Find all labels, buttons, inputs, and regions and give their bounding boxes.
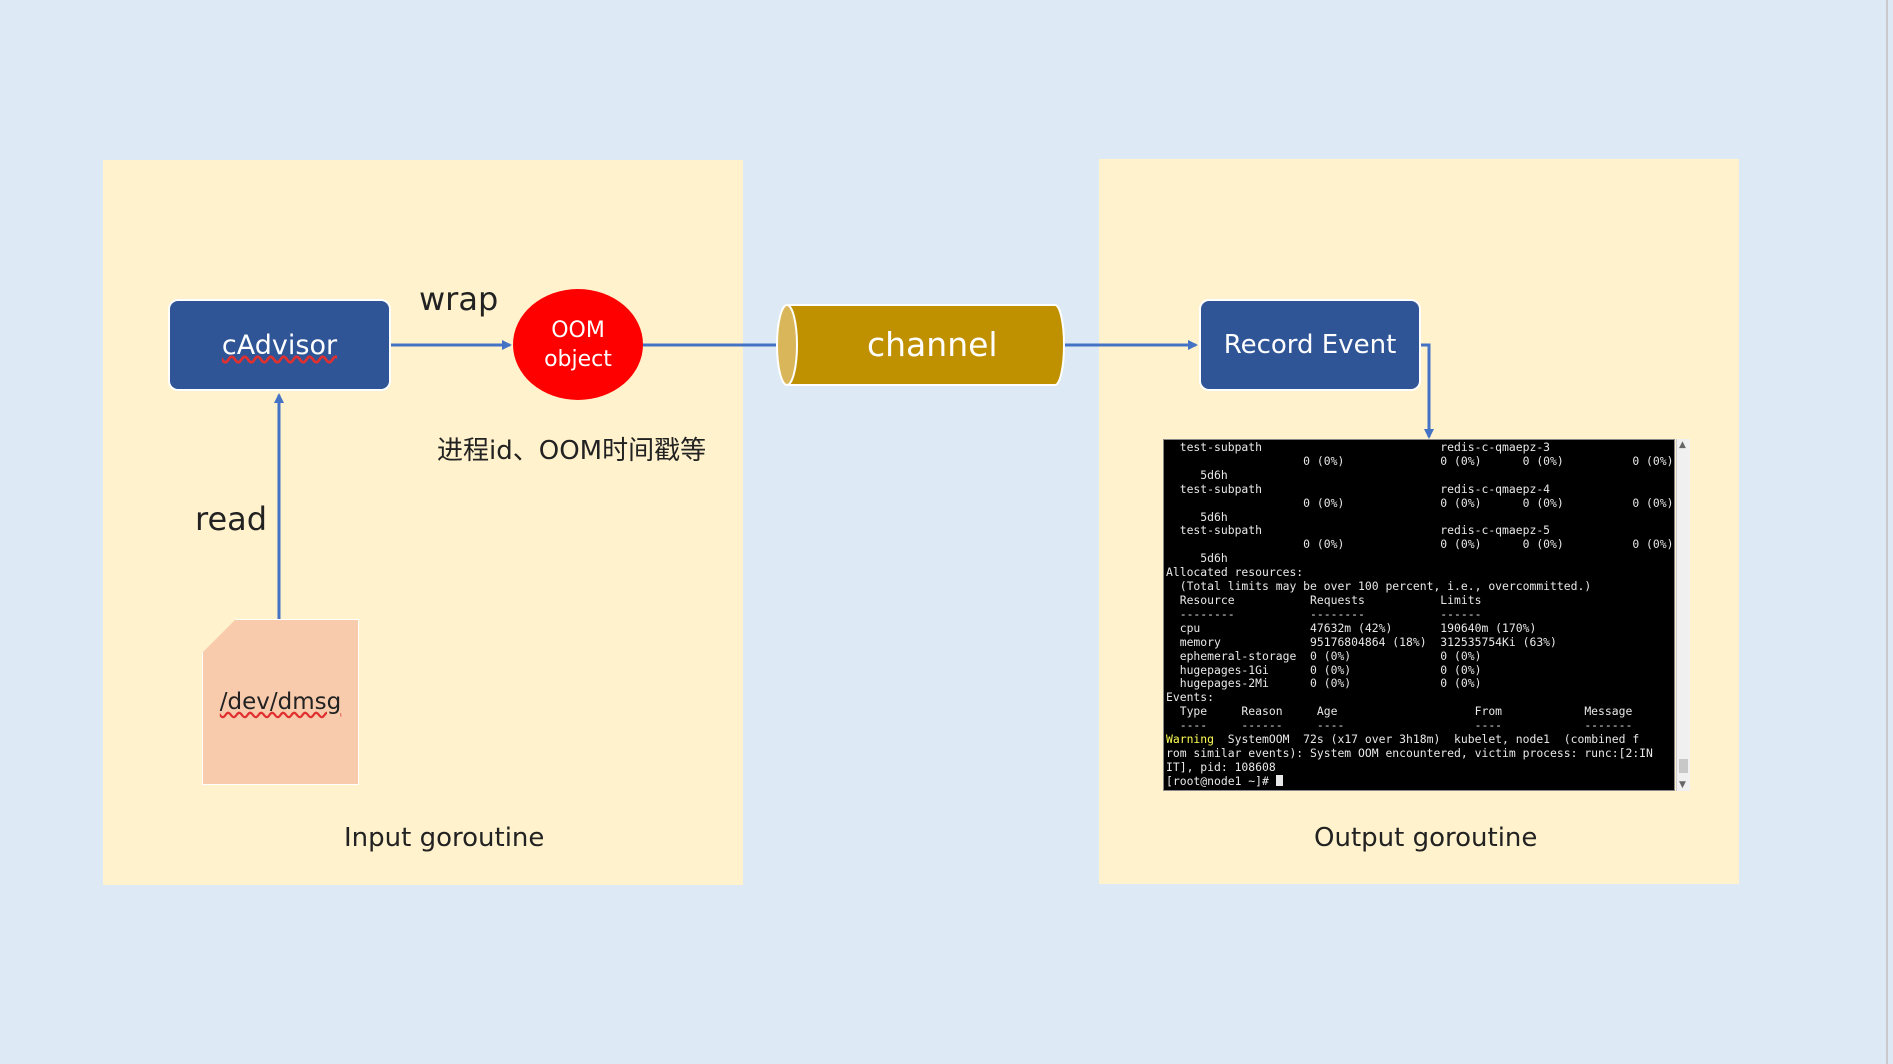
- dmsg-file-label: /dev/dmsg: [219, 689, 342, 715]
- terminal-message-continuation: rom similar events): System OOM encounte…: [1166, 745, 1653, 774]
- dmsg-file-shape: /dev/dmsg: [202, 619, 359, 785]
- warning-event-line: SystemOOM 72s (x17 over 3h18m) kubelet, …: [1214, 732, 1640, 747]
- cadvisor-label: cAdvisor: [221, 329, 338, 361]
- output-goroutine-title: Output goroutine: [1314, 823, 1538, 853]
- record-event-label: Record Event: [1223, 330, 1397, 360]
- oom-fields-note: 进程id、OOM时间戳等: [437, 436, 707, 466]
- terminal-prompt: [root@node1 ~]#: [1166, 773, 1276, 788]
- record-to-terminal-arrow: [1421, 343, 1434, 439]
- page-edge-divider: [1886, 0, 1888, 1064]
- input-goroutine-title: Input goroutine: [344, 823, 545, 853]
- warning-type: Warning: [1166, 732, 1215, 747]
- record-event-box: Record Event: [1199, 299, 1421, 391]
- scroll-thumb[interactable]: [1679, 759, 1688, 773]
- oom-object-ellipse: OOM object: [513, 289, 643, 400]
- channel-cylinder: [776, 304, 1065, 386]
- cadvisor-box: cAdvisor: [168, 299, 391, 391]
- wrap-label: wrap: [419, 280, 499, 318]
- read-label: read: [195, 500, 268, 538]
- channel-label: channel: [867, 325, 998, 364]
- oom-label-line1: OOM: [551, 317, 605, 343]
- terminal-text: test-subpath redis-c-qmaepz-3 0 (0%) 0 (…: [1164, 440, 1674, 789]
- scroll-up-icon[interactable]: ▲: [1679, 440, 1686, 450]
- terminal-output-lines: test-subpath redis-c-qmaepz-3 0 (0%) 0 (…: [1166, 440, 1674, 733]
- oom-label-line2: object: [544, 346, 612, 372]
- terminal-screenshot: test-subpath redis-c-qmaepz-3 0 (0%) 0 (…: [1163, 439, 1675, 791]
- scroll-down-icon[interactable]: ▼: [1679, 780, 1686, 790]
- terminal-cursor: [1275, 774, 1283, 786]
- terminal-scrollbar[interactable]: ▲ ▼: [1676, 439, 1690, 791]
